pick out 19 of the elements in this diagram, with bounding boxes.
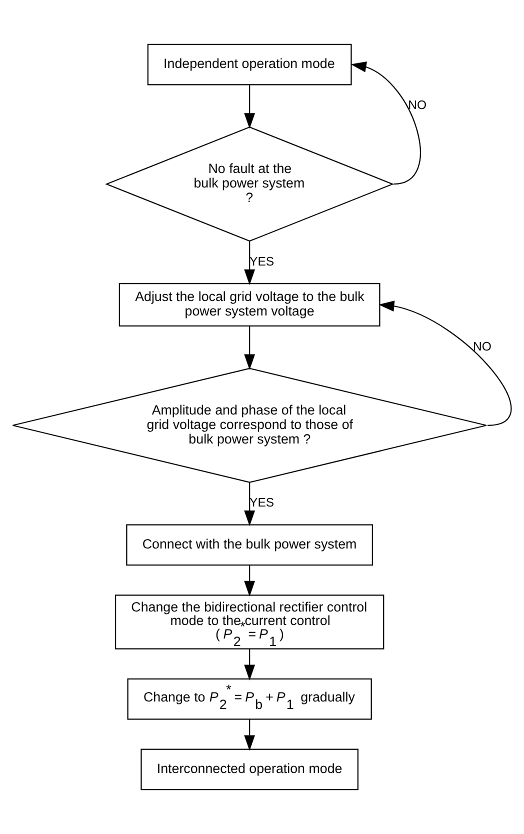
edge-label: NO	[408, 98, 427, 112]
node-box: Connect with the bulk power system	[126, 524, 373, 566]
arrow	[244, 648, 256, 680]
arrow	[350, 62, 421, 185]
node-diamond: No fault at the bulk power system ?	[105, 126, 394, 242]
node-box: Independent operation mode	[147, 44, 352, 86]
edge-label: NO	[472, 339, 492, 354]
edge-label: YES	[250, 496, 274, 510]
arrow	[244, 565, 256, 597]
arrow	[244, 482, 256, 526]
arrow	[244, 241, 256, 286]
node-box: Interconnected operation mode	[140, 748, 358, 790]
edge-label: YES	[250, 254, 274, 268]
arrow	[244, 720, 256, 751]
arrow	[378, 300, 512, 426]
node-diamond: Amplitude and phase of the local grid voltage correspond to those of bulk power system ?	[12, 368, 487, 483]
node-box: Adjust the local grid voltage to the bulk power system voltage	[118, 282, 380, 327]
arrow	[244, 85, 256, 129]
arrow	[244, 326, 256, 370]
